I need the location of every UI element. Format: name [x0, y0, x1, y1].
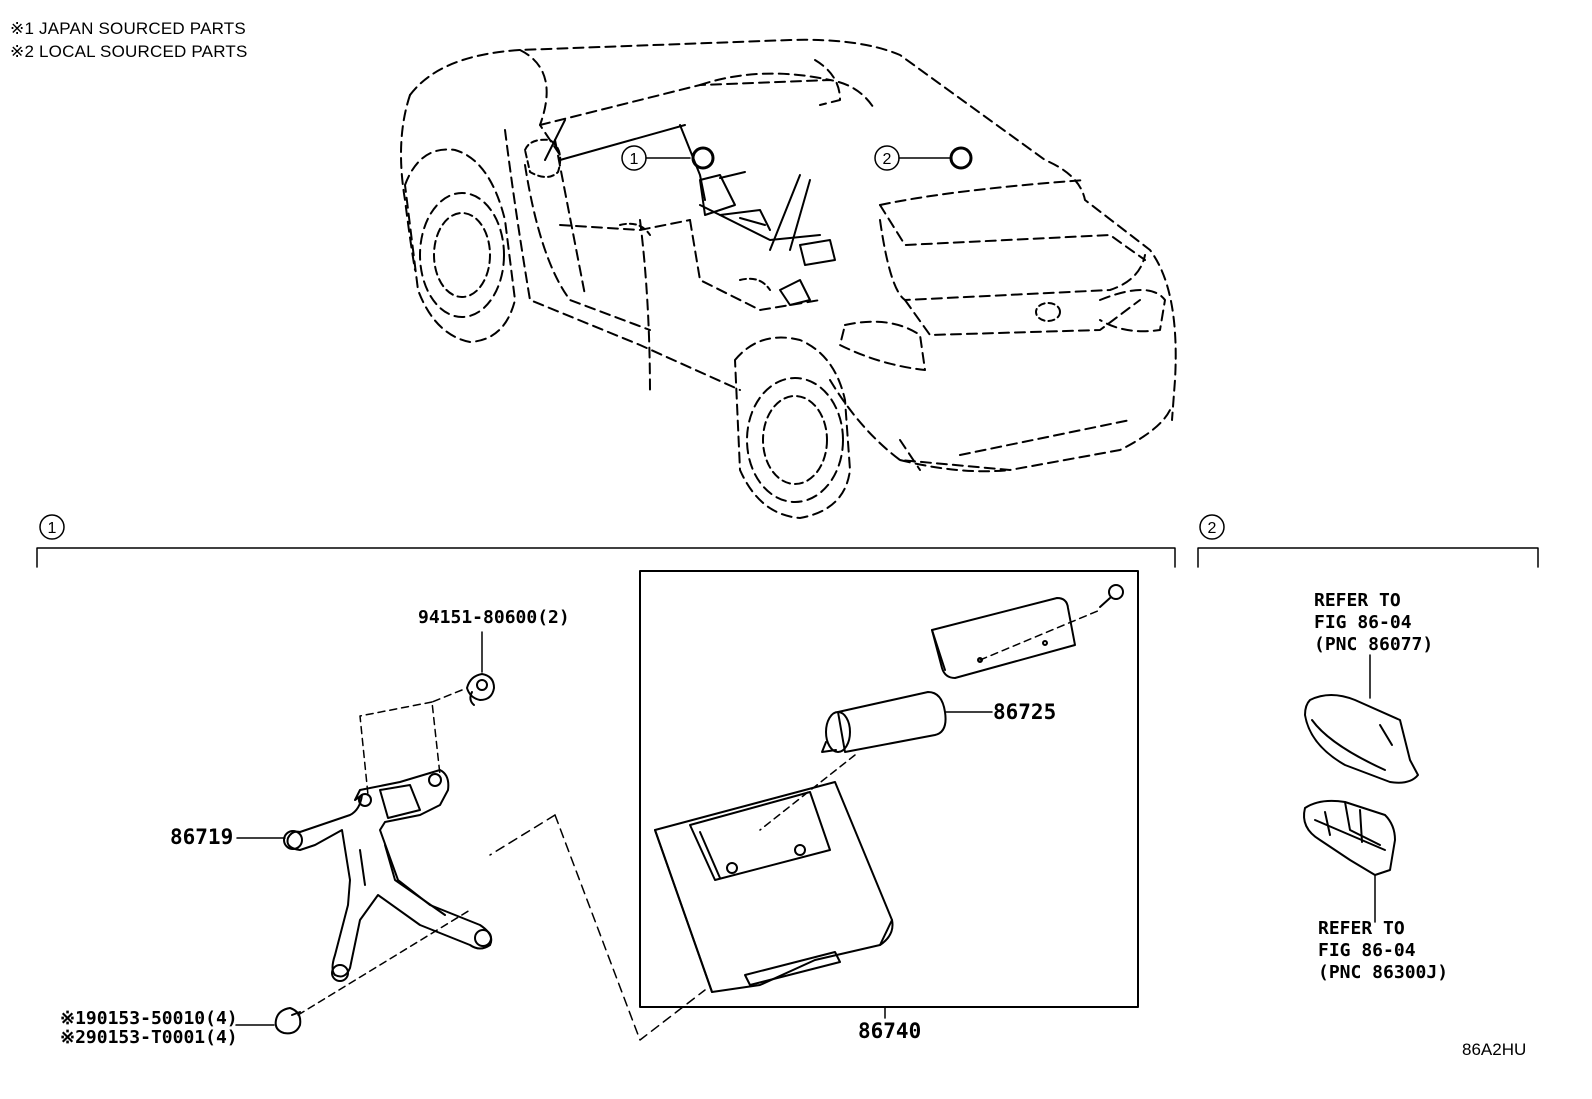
- refer-lower-line-2: FIG 86-04: [1318, 940, 1416, 961]
- part-number-screw-2: ※290153-T0001(4): [60, 1027, 238, 1048]
- module-box: [639, 570, 1139, 1008]
- refer-upper-line-3: (PNC 86077): [1314, 634, 1434, 655]
- cover-part: [931, 597, 1076, 679]
- antenna-base-part: [1303, 799, 1396, 876]
- note-japan-sourced: ※1 JAPAN SOURCED PARTS: [10, 19, 246, 38]
- illustration-code: 86A2HU: [1462, 1040, 1527, 1059]
- refer-lower-line-3: (PNC 86300J): [1318, 962, 1449, 983]
- vehicle-locator-2: [874, 145, 973, 171]
- section-2-marker: [1199, 514, 1225, 540]
- part-number-bracket: 86719: [170, 825, 234, 849]
- antenna-cover-part: [1304, 694, 1419, 784]
- cover-screw-part: [1099, 584, 1124, 608]
- refer-upper-line-1: REFER TO: [1314, 590, 1401, 611]
- vehicle-locator-1: [621, 145, 715, 171]
- section-1-marker: [39, 514, 65, 540]
- vehicle-illustration: [400, 38, 1177, 519]
- section-2-bracket: [1197, 547, 1539, 568]
- battery-part-86725: [821, 691, 947, 753]
- part-number-battery: 86725: [993, 700, 1057, 724]
- bracket-part-86719: [283, 769, 493, 982]
- part-number-screw-1: ※190153-50010(4): [60, 1008, 238, 1029]
- part-number-module: 86740: [858, 1019, 922, 1043]
- section-1-bracket: [36, 547, 1176, 568]
- note-local-sourced: ※2 LOCAL SOURCED PARTS: [10, 42, 248, 61]
- screw-part: [274, 1007, 302, 1035]
- section-1-number: 1: [48, 520, 57, 537]
- section-2-number: 2: [1208, 520, 1217, 537]
- vehicle-locator-2-number: 2: [883, 151, 892, 168]
- vehicle-locator-1-number: 1: [630, 151, 639, 168]
- part-number-nut: 94151-80600(2): [418, 607, 570, 628]
- refer-lower-line-1: REFER TO: [1318, 918, 1405, 939]
- refer-upper-line-2: FIG 86-04: [1314, 612, 1412, 633]
- module-part-86740: [654, 781, 894, 993]
- nut-part: [466, 673, 495, 706]
